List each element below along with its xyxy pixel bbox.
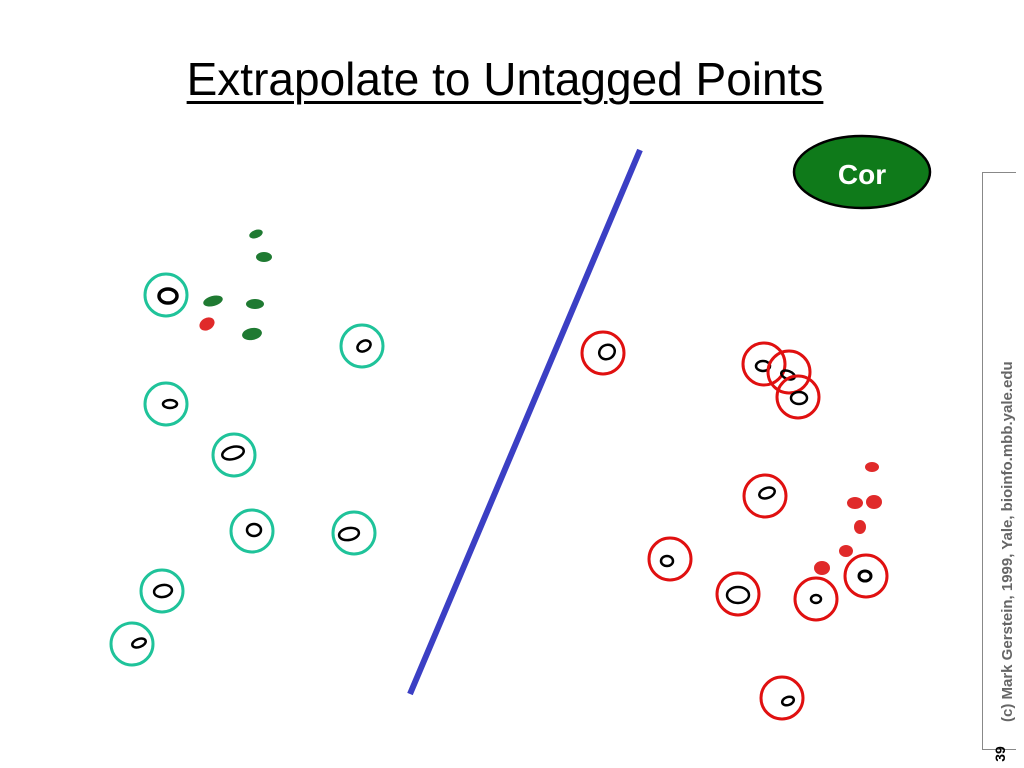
green-tagged-dots [203,229,272,341]
red-dot [866,495,882,509]
untagged-point [229,508,275,554]
untagged-point [843,553,889,599]
untagged-point [339,323,385,369]
credit-sidebar [982,172,1016,750]
slide-title: Extrapolate to Untagged Points [186,53,824,105]
untagged-point [742,473,788,519]
red-tagged-dot [199,317,215,331]
red-dot [839,545,853,557]
untagged-point [759,675,805,721]
untagged-point [580,330,626,376]
green-dot [256,252,272,262]
green-dot [246,299,264,309]
untagged-point [766,349,812,395]
page-number: 39 [992,746,1008,762]
green-dot [203,295,223,307]
separator-line [407,148,643,696]
untagged-point [741,341,787,387]
untagged-point [793,576,839,622]
left-untagged-points [109,272,385,667]
untagged-point [143,272,189,318]
untagged-point [143,381,189,427]
red-dot [847,497,863,509]
red-dot [865,462,879,472]
untagged-point [109,621,155,667]
untagged-point [715,571,761,617]
untagged-point [211,432,257,478]
untagged-point [647,536,693,582]
red-dot [854,520,866,534]
right-untagged-points [580,330,889,721]
untagged-point [331,510,377,556]
green-dot [249,229,263,239]
red-dot [814,561,830,575]
credit-text: (c) Mark Gerstein, 1999, Yale, bioinfo.m… [999,361,1016,722]
untagged-point [139,568,185,614]
red-tagged-dots [814,462,882,575]
core-badge: Cor [792,134,932,210]
untagged-point [775,374,821,420]
green-dot [242,327,262,341]
core-badge-label: Cor [838,159,886,190]
